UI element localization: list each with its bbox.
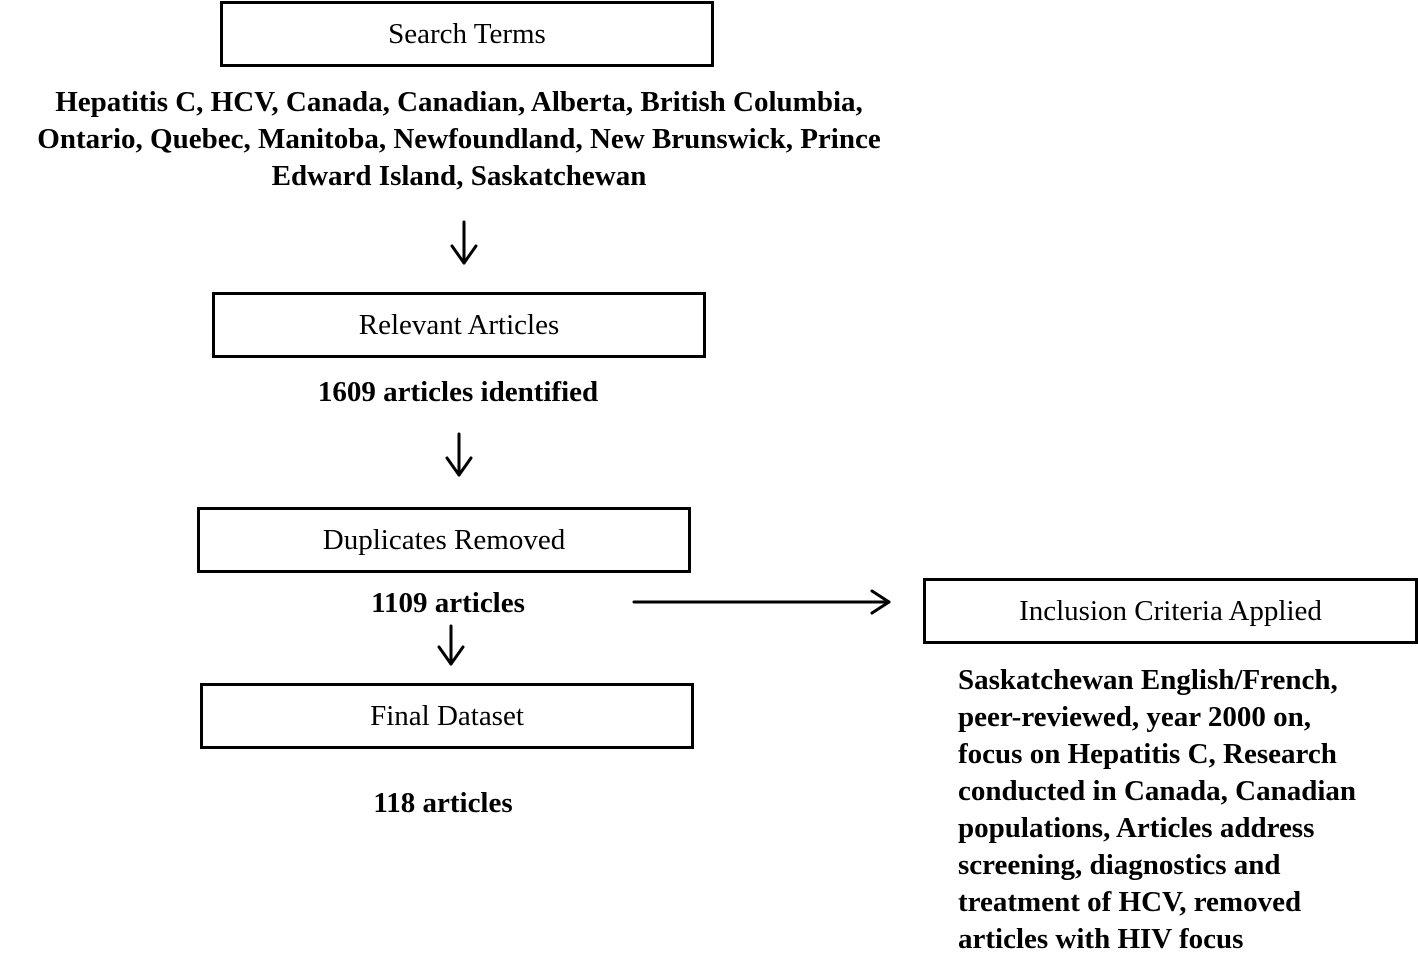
relevant-articles-box: Relevant Articles [212,292,706,358]
relevant-articles-count: 1609 articles identified [317,376,599,408]
relevant-articles-box-label: Relevant Articles [358,308,560,341]
criteria-line: populations, Articles address [958,812,1315,844]
search-terms-line: Ontario, Quebec, Manitoba, Newfoundland,… [37,123,881,155]
duplicates-removed-box: Duplicates Removed [197,507,691,573]
criteria-line: Saskatchewan English/French, [958,664,1338,696]
search-terms-box: Search Terms [220,1,714,67]
arrow-search-to-relevant [450,220,478,265]
criteria-line: peer-reviewed, year 2000 on, [958,701,1312,733]
search-terms-line: Hepatitis C, HCV, Canada, Canadian, Albe… [55,86,863,118]
duplicates-removed-box-label: Duplicates Removed [322,523,566,556]
criteria-line: screening, diagnostics and [958,849,1281,881]
final-dataset-box: Final Dataset [200,683,694,749]
final-dataset-count: 118 articles [373,787,513,819]
criteria-line: treatment of HCV, removed [958,886,1302,918]
criteria-line: focus on Hepatitis C, Research [958,738,1337,770]
arrow-relevant-to-duplicates [445,432,473,477]
search-terms-list: Hepatitis C, HCV, Canada, Canadian, Albe… [0,84,918,195]
search-terms-box-label: Search Terms [388,17,546,50]
inclusion-criteria-list: Saskatchewan English/French, peer-review… [958,662,1356,958]
criteria-line: conducted in Canada, Canadian [958,775,1357,807]
inclusion-criteria-box: Inclusion Criteria Applied [923,578,1418,644]
search-terms-line: Edward Island, Saskatchewan [271,160,647,192]
duplicates-count: 1109 articles [371,587,525,619]
arrow-duplicates-to-final [437,624,465,666]
final-dataset-box-label: Final Dataset [370,699,524,732]
inclusion-criteria-box-label: Inclusion Criteria Applied [1019,594,1322,627]
arrow-duplicates-to-criteria [632,589,891,615]
